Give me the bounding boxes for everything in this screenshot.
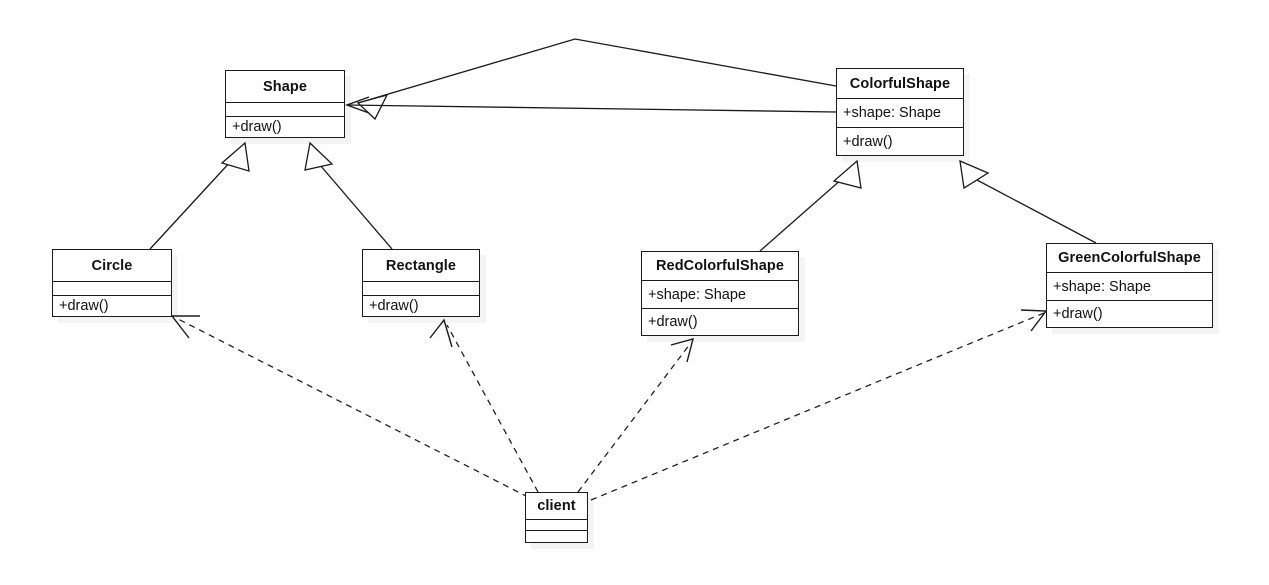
uml-operations-greencolorfulshape: +draw(): [1053, 306, 1103, 322]
edge-greencolorfulshape-extends-colorfulshape: [959, 159, 1097, 244]
uml-operations-redcolorfulshape: +draw(): [648, 314, 698, 330]
uml-operations-client: [526, 531, 587, 541]
uml-class-shape[interactable]: Shape +draw(): [225, 70, 345, 138]
uml-class-name-redcolorfulshape: RedColorfulShape: [642, 252, 798, 281]
uml-class-name-greencolorfulshape: GreenColorfulShape: [1047, 244, 1212, 273]
uml-attributes-rectangle: [363, 282, 479, 296]
uml-attributes-shape: [226, 103, 344, 117]
uml-attributes-client: [526, 520, 587, 531]
uml-class-client[interactable]: client: [525, 492, 588, 543]
uml-operations-rectangle: +draw(): [369, 298, 419, 314]
edge-client-uses-greencolorfulshape: [590, 309, 1048, 501]
uml-class-rectangle[interactable]: Rectangle +draw(): [362, 249, 480, 317]
edge-colorfulshape-extends-shape: [356, 38, 837, 121]
uml-attributes-colorfulshape: +shape: Shape: [837, 99, 963, 128]
edge-circle-extends-shape: [149, 141, 250, 250]
uml-class-circle[interactable]: Circle +draw(): [52, 249, 172, 317]
uml-class-name-colorfulshape: ColorfulShape: [837, 69, 963, 99]
edge-client-uses-redcolorfulshape: [577, 338, 694, 493]
uml-class-name-circle: Circle: [53, 250, 171, 282]
edge-colorfulshape-association-shape: [344, 96, 837, 114]
uml-class-redcolorfulshape[interactable]: RedColorfulShape +shape: Shape +draw(): [641, 251, 799, 336]
uml-class-greencolorfulshape[interactable]: GreenColorfulShape +shape: Shape +draw(): [1046, 243, 1213, 328]
edge-redcolorfulshape-extends-colorfulshape: [759, 159, 862, 252]
edge-client-uses-rectangle: [429, 318, 539, 493]
uml-class-name-rectangle: Rectangle: [363, 250, 479, 282]
uml-class-name-client: client: [526, 493, 587, 520]
uml-attributes-redcolorfulshape: +shape: Shape: [642, 281, 798, 309]
uml-class-colorfulshape[interactable]: ColorfulShape +shape: Shape +draw(): [836, 68, 964, 156]
uml-operations-circle: +draw(): [59, 298, 109, 314]
uml-attributes-greencolorfulshape: +shape: Shape: [1047, 273, 1212, 301]
uml-operations-colorfulshape: +draw(): [843, 133, 893, 150]
edge-client-uses-circle: [170, 315, 529, 498]
uml-operations-shape: +draw(): [232, 119, 282, 135]
edge-rectangle-extends-shape: [304, 141, 393, 250]
uml-class-name-shape: Shape: [226, 71, 344, 103]
uml-attributes-circle: [53, 282, 171, 296]
